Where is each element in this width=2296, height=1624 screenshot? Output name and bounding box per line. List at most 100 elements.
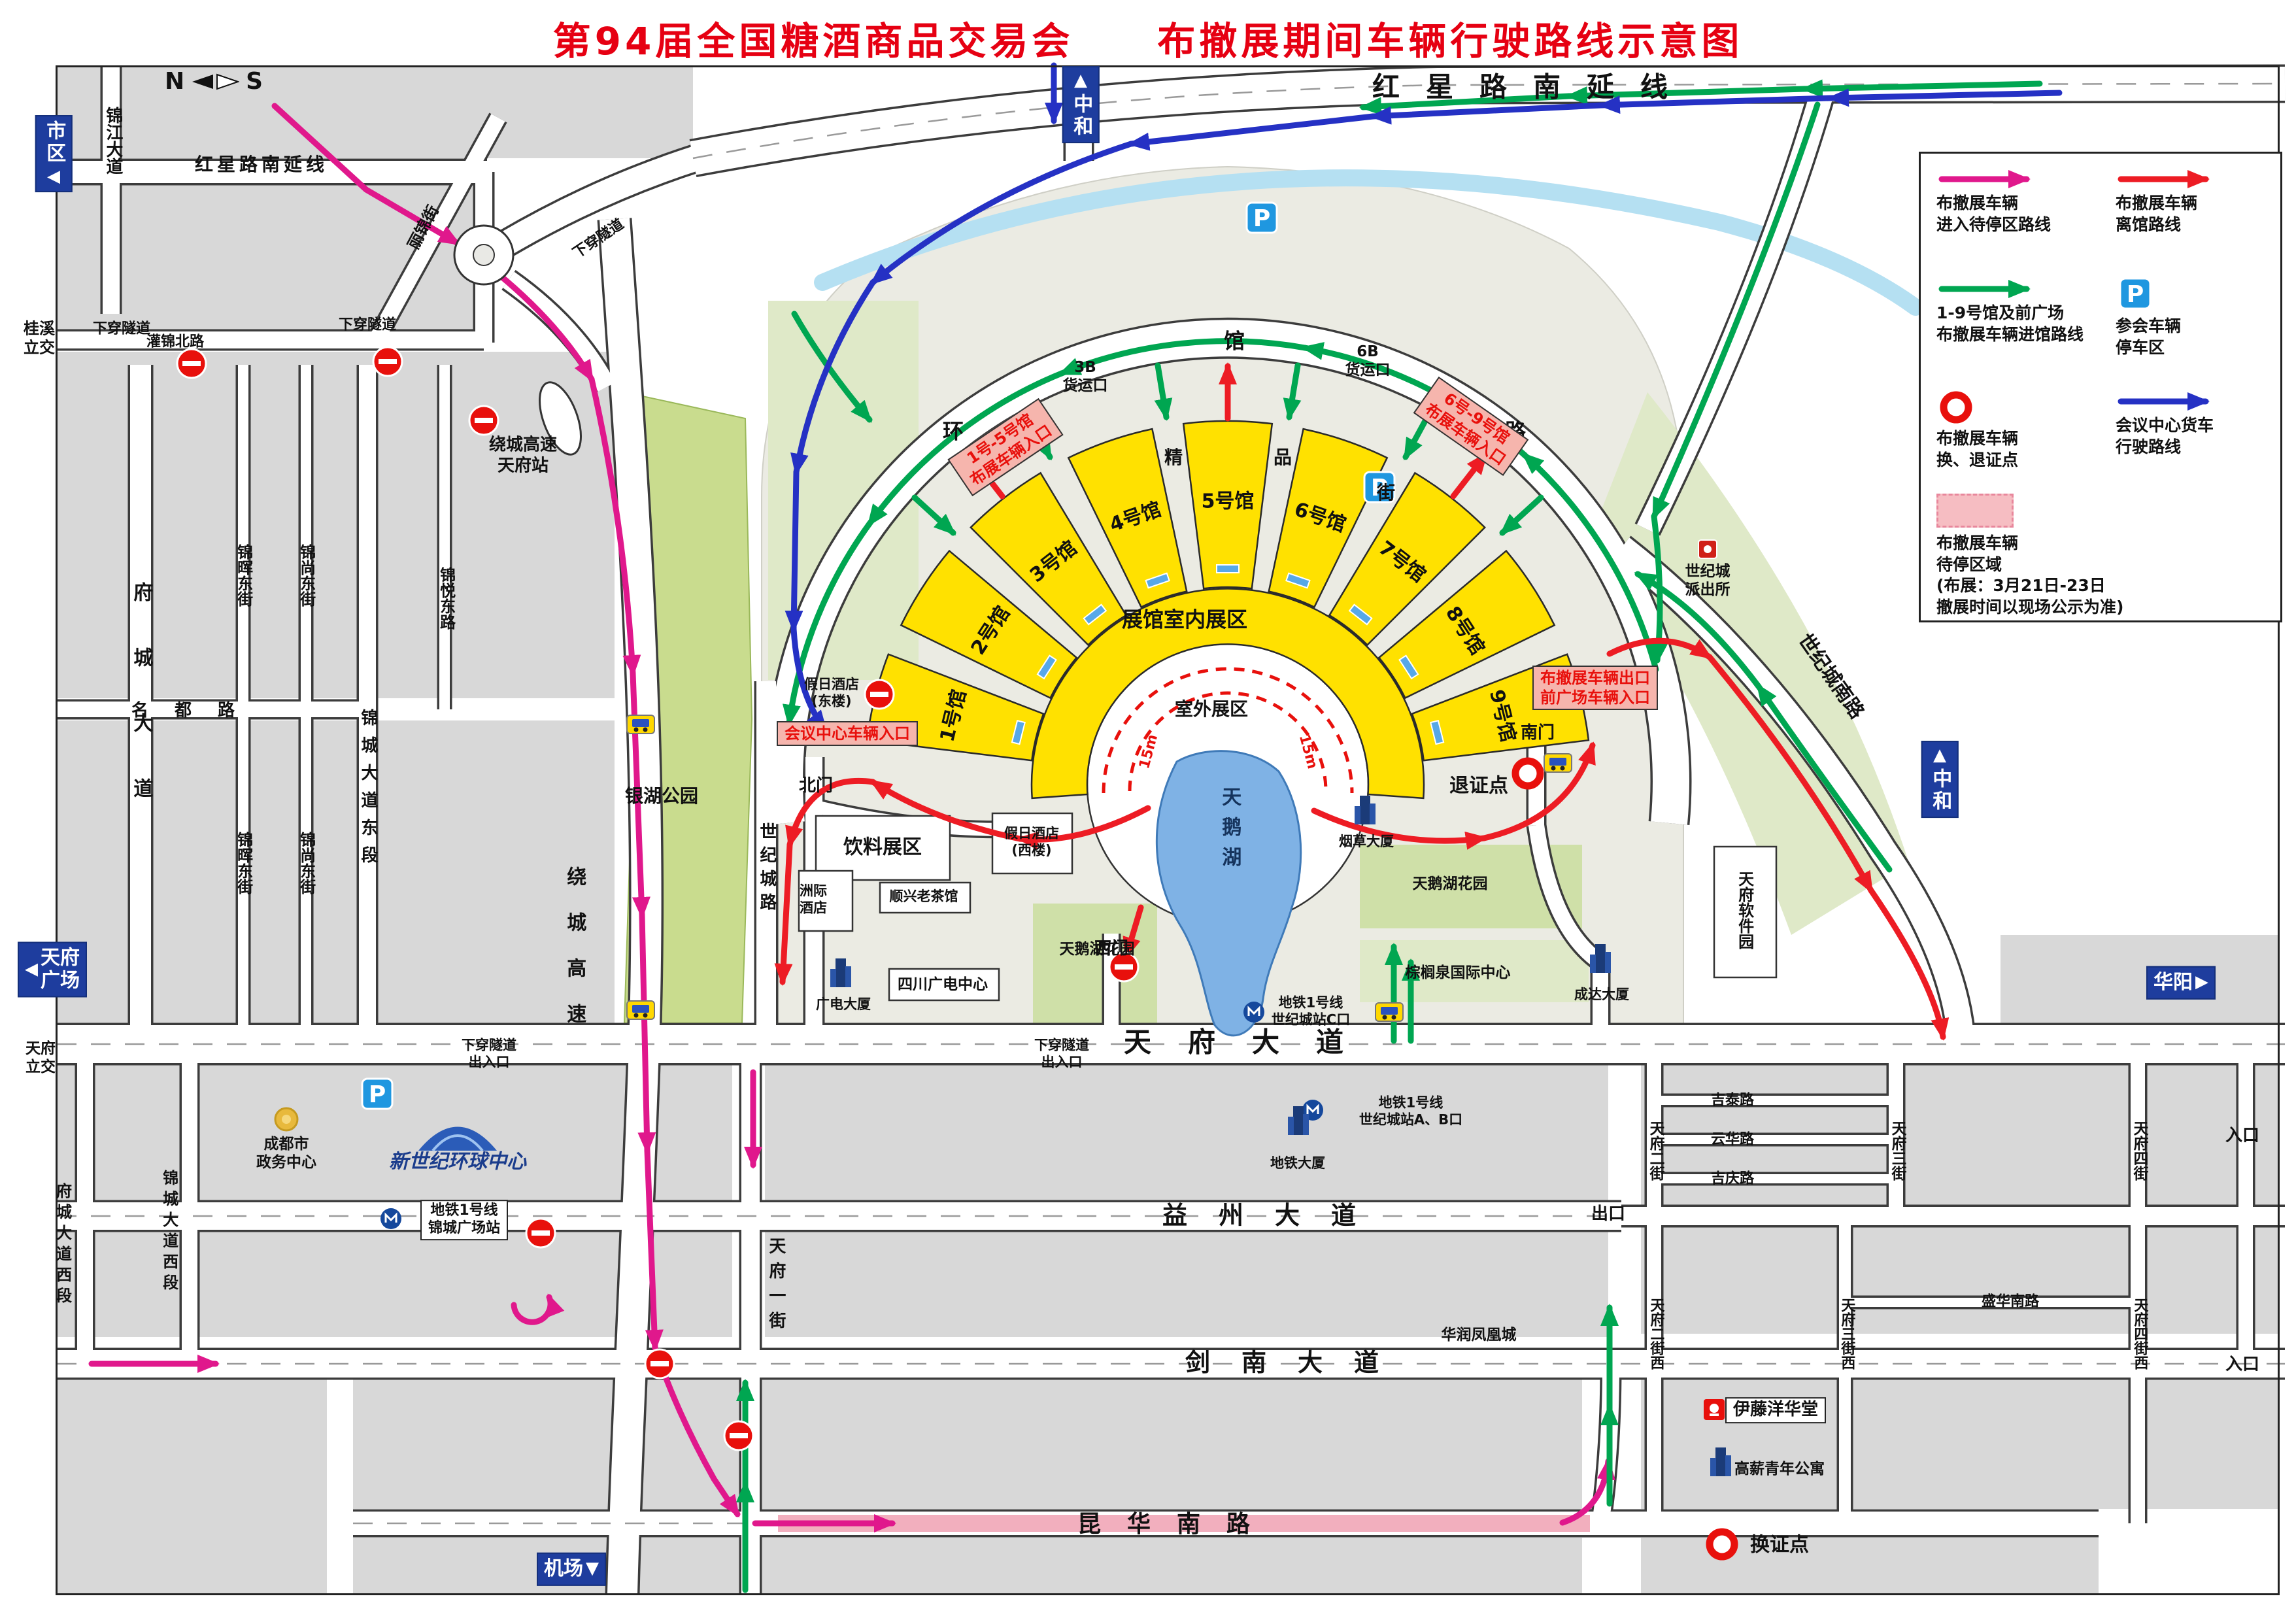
route-green [911,494,956,536]
hall-block [1328,471,1486,647]
route-green [783,520,873,727]
metro-icon [1242,1000,1266,1024]
road-roundabout-top-link [481,146,700,266]
noentry-icon [176,348,207,379]
route-green [1800,79,2043,98]
blue-route-arrow-icon [2118,392,2210,411]
hall-entrance-icon [1036,654,1057,680]
bus-icon [1544,753,1572,773]
hall-block [1067,428,1188,609]
bus-icon [1375,1002,1404,1022]
green-route-arrow-icon [1938,280,2031,298]
red-route-arrow-icon [2118,170,2210,188]
legend-item-enter-holding: 布撤展车辆 进入待停区路线 [1936,168,2103,235]
route-red [869,779,1023,842]
badge-point-icon [1936,386,1976,426]
beverage-hall-building [815,815,951,881]
route-green [1521,452,1659,673]
city-blocks-layer [56,65,2280,1594]
hall-block [1377,549,1556,700]
route-red [1016,805,1151,850]
compass-needle-icon [192,73,240,90]
legend-item-parking: 参会车辆 停车区 [2116,274,2282,358]
parking-icon [2119,277,2152,310]
route-green [1755,683,1893,873]
legend-item-holding-zone: 布撤展车辆 待停区域 (布展：3月21日-23日 撤展时间以现场公示为准) [1936,494,2267,618]
bus-icon [626,1000,655,1020]
legend-label: 1-9号馆及前广场 布撤展车辆进馆路线 [1936,303,2084,344]
route-blue [1598,95,1834,114]
police-icon [1698,539,1717,559]
hall-entrance-icon [1348,603,1373,626]
road-raocheng-link [503,271,616,392]
metro-icon [379,1207,403,1230]
route-blue [1369,102,1605,125]
legend-label: 参会车辆 停车区 [2116,316,2182,357]
route-blue [869,141,1134,286]
hall-entrance-icon [1145,572,1170,589]
bus-icon [626,715,655,734]
hall-block [1268,428,1389,609]
route-magenta [644,1147,664,1352]
route-red [1311,807,1488,850]
legend-label: 布撤展车辆 待停区域 (布展：3月21日-23日 撤展时间以现场公示为准) [1936,533,2124,617]
route-magenta [588,376,641,677]
magenta-route-arrow-icon [1938,170,2031,188]
legend-label: 会议中心货车 行驶路线 [2116,416,2214,456]
p-icon [1245,201,1278,234]
route-blue [790,279,876,476]
route-green [1651,101,1821,520]
noentry-icon [864,679,895,710]
noentry-icon [372,346,403,377]
route-green [1058,338,1308,377]
legend-label: 布撤展车辆 离馆路线 [2116,194,2198,234]
route-green [1649,513,1668,664]
intercontinental-hotel-building [798,870,854,932]
route-magenta [1559,1457,1615,1526]
p-icon [1363,471,1396,503]
shunxing-teahouse-building [879,881,971,914]
hall-entrance-icon [1285,572,1311,589]
holiday-inn-west-building [991,812,1073,875]
sichuan-radio-tv-building [888,968,1000,1002]
hall-entrance-icon [1011,720,1026,745]
noentry-icon [468,405,499,436]
route-red [1481,741,1596,841]
noentry-icon [525,1217,556,1249]
roundabout-icon [453,224,515,286]
tianfu-software-park-building [1713,845,1778,979]
noentry-icon [644,1348,675,1379]
route-magenta [637,912,656,1155]
route-red [1123,904,1144,960]
legend-item-hall-entry: 1-9号馆及前广场 布撤展车辆进馆路线 [1936,278,2103,345]
ito-icon [1704,1399,1725,1420]
exhibition-core [1030,588,1425,800]
hall-block [900,549,1078,700]
compass-north-label: N [165,68,185,95]
legend-item-conference-trucks: 会议中心货车 行驶路线 [2116,390,2282,458]
route-red [774,841,793,986]
holding-zone-swatch-icon [1936,494,2014,528]
route-blue [1127,113,1376,151]
page-title: 第94届全国糖酒商品交易会 布撤展期间车辆行驶路线示意图 [552,19,1744,63]
noentry-icon [1108,951,1140,983]
donut-icon [1710,1532,1734,1557]
hall-entrance-icon [1398,654,1419,680]
swan-lake-shape [1155,750,1302,1037]
route-green [1565,86,1808,105]
route-green [1283,362,1302,421]
p-icon [361,1077,394,1110]
route-blue [1827,88,2063,107]
legend-item-leave: 布撤展车辆 离馆路线 [2116,168,2282,235]
route-blue [790,626,828,733]
canal-shape [814,169,1924,316]
compass-south-label: S [246,68,263,95]
noentry-icon [723,1420,754,1451]
hall-block [1182,420,1274,590]
gold-icon [274,1107,299,1132]
donut-icon [1515,761,1540,786]
road-northeast-feeder [1636,83,1836,535]
legend-label: 布撤展车辆 进入待停区路线 [1936,194,2051,234]
route-magenta [271,103,462,246]
